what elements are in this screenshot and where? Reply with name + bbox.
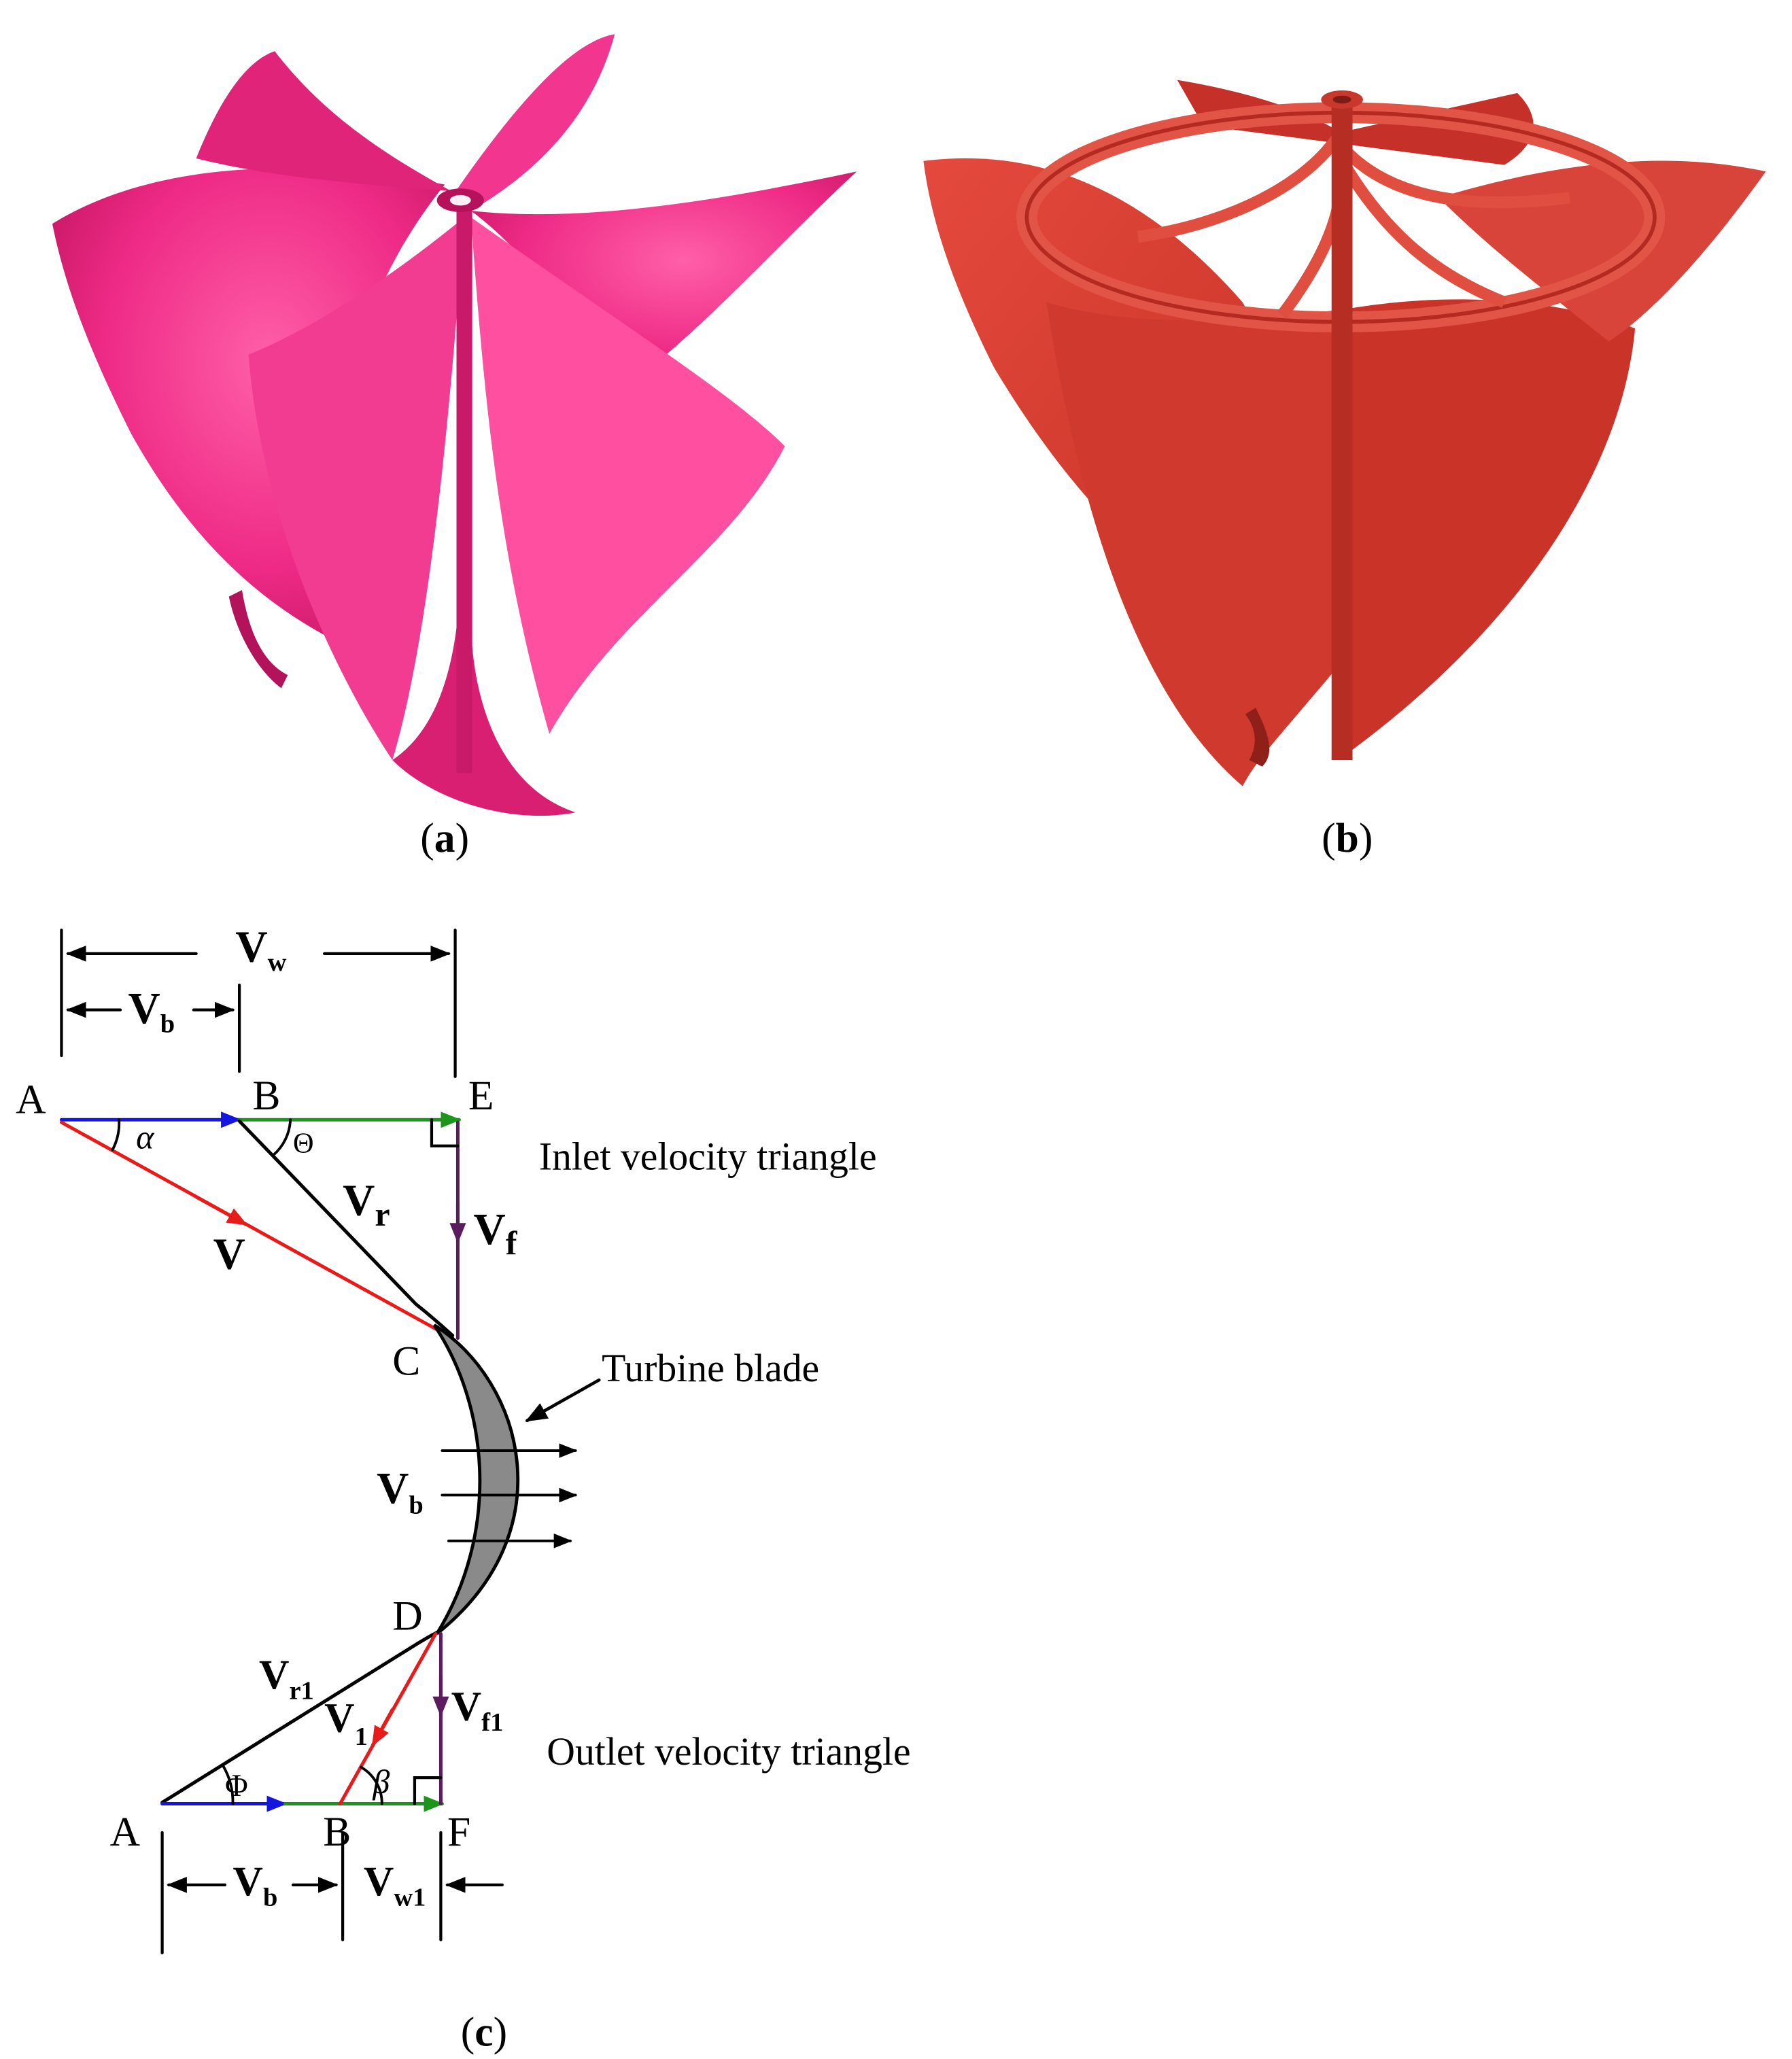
vector-label-v: V xyxy=(213,1230,245,1279)
point-label-d: D xyxy=(392,1593,422,1640)
outlet-v1-arrowhead xyxy=(371,1708,394,1747)
vector-label-vb-bottom: Vb xyxy=(232,1858,277,1911)
point-label-b-top: B xyxy=(252,1073,280,1119)
annotation-blade: Turbine blade xyxy=(602,1347,819,1390)
angle-label-theta: Θ xyxy=(293,1127,314,1159)
inlet-v-arrowhead xyxy=(194,1195,248,1226)
inlet-right-angle xyxy=(430,1118,460,1147)
annotation-outlet: Outlet velocity triangle xyxy=(547,1731,910,1773)
vector-label-vb-mid: Vb xyxy=(377,1464,424,1519)
angle-label-phi: Φ xyxy=(225,1768,248,1803)
panel-label-a: (a) xyxy=(420,815,469,861)
alpha-arc xyxy=(111,1118,121,1152)
annotation-inlet: Inlet velocity triangle xyxy=(539,1135,877,1178)
vector-label-vf1: Vf1 xyxy=(451,1683,504,1736)
panel-label-c: (c) xyxy=(461,2009,507,2056)
red-rotor-image xyxy=(923,80,1766,786)
pink-rotor-image xyxy=(52,34,857,816)
point-label-e-top: E xyxy=(468,1073,494,1119)
point-label-a-top: A xyxy=(16,1077,46,1123)
vector-label-vf: Vf xyxy=(474,1205,518,1262)
beta-arc xyxy=(360,1765,383,1805)
outlet-right-angle xyxy=(413,1776,443,1805)
vector-label-vw1: Vw1 xyxy=(364,1858,426,1911)
point-label-c: C xyxy=(392,1338,420,1384)
angle-label-alpha: α xyxy=(136,1118,155,1156)
vector-label-vr1: Vr1 xyxy=(259,1652,314,1705)
angle-label-beta: β xyxy=(372,1763,390,1801)
phi-arc xyxy=(221,1763,235,1805)
inlet-v-line xyxy=(59,1120,455,1340)
theta-arc xyxy=(272,1118,292,1157)
vector-label-v1: V1 xyxy=(324,1695,368,1751)
point-label-a-bottom: A xyxy=(110,1809,140,1855)
inlet-vr-line xyxy=(237,1119,455,1338)
outlet-vr1-line xyxy=(160,1629,441,1805)
velocity-diagram: Vw Vb xyxy=(59,922,601,1955)
vw-label: Vw xyxy=(235,922,286,976)
panel-label-b: (b) xyxy=(1322,815,1373,861)
point-label-f-bottom: F xyxy=(447,1809,470,1855)
vector-label-vr: Vr xyxy=(343,1177,390,1233)
vb-top-label: Vb xyxy=(128,984,175,1038)
point-label-b-bottom: B xyxy=(323,1809,351,1855)
blade-callout-arrow xyxy=(525,1378,601,1423)
turbine-blade xyxy=(432,1323,520,1636)
